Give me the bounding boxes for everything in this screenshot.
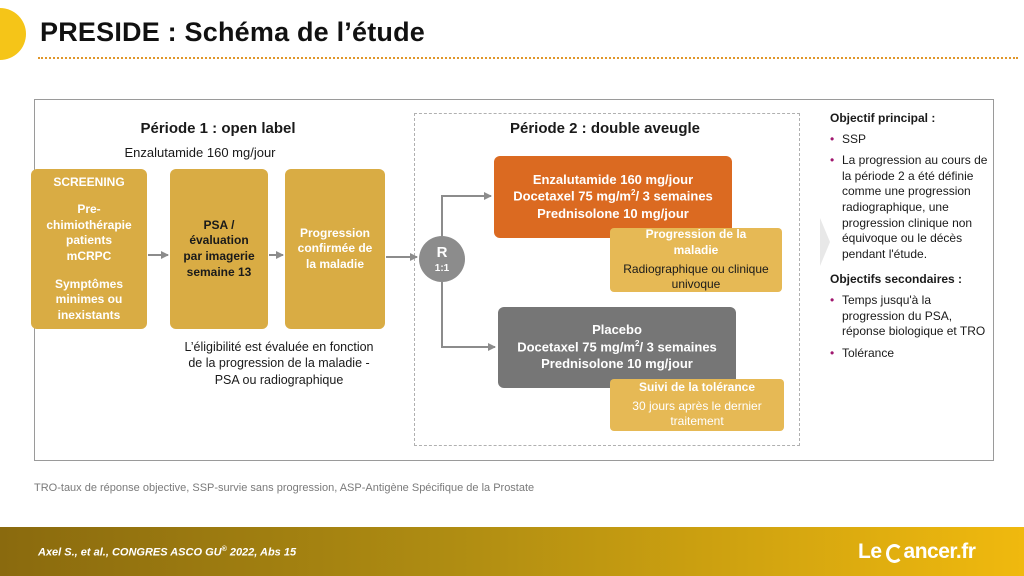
screening-line: mCRPC xyxy=(66,249,112,263)
tolerance-body: 30 jours après le dernier xyxy=(632,398,762,413)
progression-box: Progression confirmée de la maladie xyxy=(285,169,385,329)
enza-arm-line: Prednisolone 10 mg/jour xyxy=(537,205,689,221)
disease-progression-body: univoque xyxy=(671,277,721,292)
arrow-randomization-placebo xyxy=(441,282,496,351)
progression-line: la maladie xyxy=(305,256,365,271)
logo-c-icon xyxy=(885,543,903,563)
screening-line: inexistants xyxy=(57,307,121,322)
progression-line: Progression xyxy=(299,225,371,240)
list-item: Temps jusqu'à la progression du PSA, rép… xyxy=(830,293,990,340)
placebo-arm-line: Placebo xyxy=(592,322,642,337)
psa-line: PSA / xyxy=(203,217,235,232)
logo-text-right: ancer.fr xyxy=(903,540,976,563)
psa-line: semaine 13 xyxy=(186,264,252,279)
psa-line: évaluation xyxy=(189,233,249,248)
list-item: Tolérance xyxy=(830,346,990,362)
screening-box: SCREENING Pre- chimiothérapie patients m… xyxy=(31,169,147,329)
screening-line: Symptômes xyxy=(54,276,124,291)
arrow-randomization-enzalutamide xyxy=(441,192,492,236)
screening-line: Pre- xyxy=(77,202,101,217)
enza-arm-line: Enzalutamide 160 mg/jour xyxy=(532,171,694,187)
eligibility-line: de la progression de la maladie - xyxy=(188,356,370,371)
primary-objective-list: SSP La progression au cours de la périod… xyxy=(830,132,990,263)
objectives-panel: Objectif principal : SSP La progression … xyxy=(830,111,990,371)
period2-frame xyxy=(414,113,800,446)
side-panel-notch xyxy=(820,218,830,266)
disease-progression-heading: Progression de la xyxy=(645,227,747,242)
lecancer-logo[interactable]: Le ancer.fr xyxy=(858,540,976,564)
eligibility-note: L’éligibilité est évaluée en fonction de… xyxy=(168,339,390,388)
logo-text-left: Le xyxy=(858,540,882,563)
reference-citation: Axel S., et al., CONGRES ASCO GU® 2022, … xyxy=(38,546,297,559)
enzalutamide-arm-box: Enzalutamide 160 mg/jour Docetaxel 75 mg… xyxy=(494,156,732,238)
screening-line: minimes ou xyxy=(55,292,123,307)
list-item: SSP xyxy=(830,132,990,148)
footer-band xyxy=(0,527,1024,576)
period1-title: Période 1 : open label xyxy=(140,120,296,137)
randomization-circle: R 1:1 xyxy=(419,236,465,282)
primary-objective-title: Objectif principal : xyxy=(830,111,936,125)
abbreviations-footnote: TRO-taux de réponse objective, SSP-survi… xyxy=(34,482,535,494)
disease-progression-heading: maladie xyxy=(673,242,719,257)
screening-line: patients xyxy=(65,233,112,248)
title-underline xyxy=(38,57,1018,59)
randomization-letter: R xyxy=(436,243,448,261)
psa-line: par imagerie xyxy=(183,249,255,263)
screening-line: chimiothérapie xyxy=(46,217,132,232)
disease-progression-body: Radiographique ou clinique xyxy=(623,261,769,276)
screening-heading: SCREENING xyxy=(53,174,125,189)
psa-box: PSA / évaluation par imagerie semaine 13 xyxy=(170,169,268,329)
page-title: PRESIDE : Schéma de l’étude xyxy=(40,17,426,47)
list-item: La progression au cours de la période 2 … xyxy=(830,153,990,262)
tolerance-heading: Suivi de la tolérance xyxy=(638,380,756,395)
eligibility-line: L’éligibilité est évaluée en fonction xyxy=(184,340,374,354)
tolerance-body: traitement xyxy=(670,414,724,429)
randomization-ratio: 1:1 xyxy=(434,262,450,274)
disease-progression-box: Progression de la maladie Radiographique… xyxy=(610,227,782,292)
secondary-objectives-title: Objectifs secondaires : xyxy=(830,272,963,287)
eligibility-line: PSA ou radiographique xyxy=(214,372,344,387)
progression-line: confirmée de xyxy=(297,241,373,256)
secondary-objectives-list: Temps jusqu'à la progression du PSA, rép… xyxy=(830,293,990,361)
enza-arm-line: Docetaxel 75 mg/m2/ 3 semaines xyxy=(513,188,713,204)
period1-drug: Enzalutamide 160 mg/jour xyxy=(124,145,276,160)
tolerance-followup-box: Suivi de la tolérance 30 jours après le … xyxy=(610,379,784,431)
placebo-arm-line: Docetaxel 75 mg/m2/ 3 semaines xyxy=(517,338,717,355)
period2-title: Période 2 : double aveugle xyxy=(509,120,701,137)
placebo-arm-box: Placebo Docetaxel 75 mg/m2/ 3 semaines P… xyxy=(498,307,736,388)
placebo-arm-line: Prednisolone 10 mg/jour xyxy=(541,356,693,372)
